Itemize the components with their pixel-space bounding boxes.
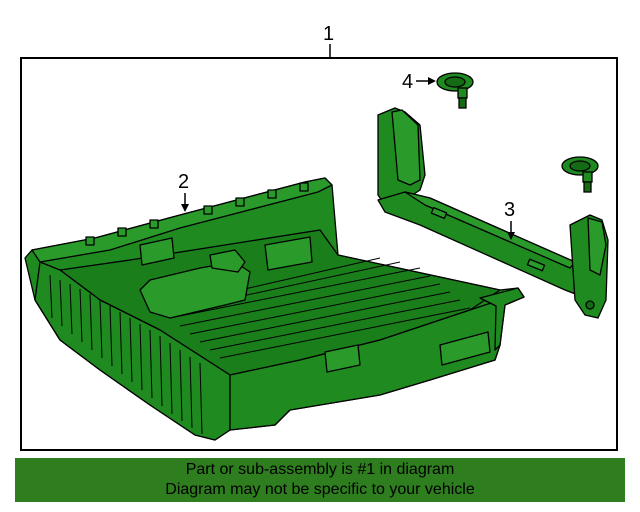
disclaimer-line-1: Part or sub-assembly is #1 in diagram	[185, 461, 455, 478]
callout-4-arrowhead	[428, 77, 436, 85]
callout-2-arrowhead	[181, 204, 189, 212]
truck-bed-part[interactable]	[24, 177, 525, 441]
disclaimer-banner: Part or sub-assembly is #1 in diagram Di…	[15, 458, 625, 502]
tie-down-anchor-part[interactable]	[436, 72, 474, 109]
diagram-frame	[20, 57, 618, 451]
tie-down-anchor-part-2[interactable]	[561, 156, 599, 193]
callout-4[interactable]: 4	[402, 71, 413, 93]
crossmember-part[interactable]	[377, 107, 609, 319]
callout-3-arrowhead	[507, 232, 515, 240]
callout-2[interactable]: 2	[178, 171, 189, 193]
disclaimer-line-2: Diagram may not be specific to your vehi…	[165, 481, 475, 498]
callout-3[interactable]: 3	[504, 199, 515, 221]
callout-1[interactable]: 1	[323, 23, 334, 45]
